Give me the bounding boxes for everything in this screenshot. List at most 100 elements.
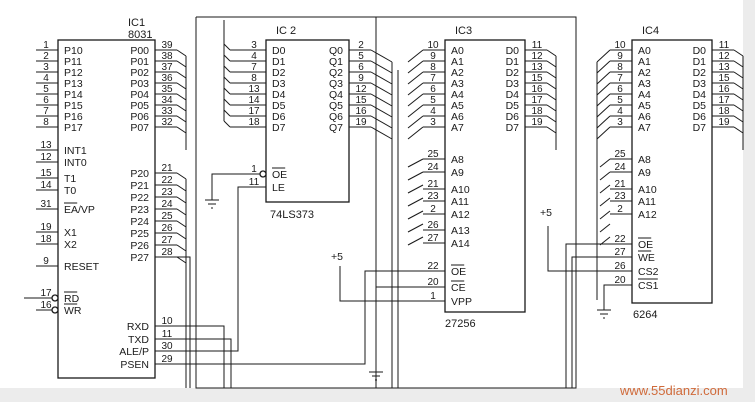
latch-bus-entry <box>223 76 231 84</box>
ic3-pin-label: A8 <box>451 154 464 166</box>
ic3-pin-label: D7 <box>506 122 520 134</box>
ic3-pin-label: A6 <box>451 111 464 123</box>
ic3-pin-number: 9 <box>430 51 436 62</box>
ic4-pin-label: CS2 <box>638 266 659 278</box>
ic2-pin-label: D2 <box>272 67 286 79</box>
ic2-pin-number: 16 <box>355 106 367 117</box>
p0-bus-entry <box>176 115 187 123</box>
ic1-body <box>57 39 156 379</box>
ic1-pin-number: 4 <box>43 73 49 84</box>
ic3-pin-label: A4 <box>451 89 464 101</box>
ic1-pin-number: 2 <box>43 51 49 62</box>
ic2-pin-number: 14 <box>248 95 260 106</box>
ic2-pin-number: 18 <box>248 117 260 128</box>
ic3-pin-number: 10 <box>427 40 439 51</box>
ic1-pin-label: P22 <box>130 192 149 204</box>
rom-data-entry <box>546 126 557 134</box>
ic1-pin-number: 5 <box>43 84 49 95</box>
cs2-to-plus5 <box>547 226 610 272</box>
ic2-pin-number: 4 <box>251 51 257 62</box>
ic1-pin-label: P01 <box>130 56 149 68</box>
ic2-pin-label: D1 <box>272 56 286 68</box>
ram-high-entry <box>599 197 611 207</box>
ic2-pin-number: 9 <box>358 73 364 84</box>
vpp-to-plus5 <box>339 266 423 302</box>
ic4-pin-number: 24 <box>614 162 626 173</box>
p2-bus-entry <box>176 172 187 180</box>
ic2-part-label: 74LS373 <box>270 209 314 221</box>
rom-data-entry <box>546 49 557 57</box>
ic3-pin-label: A1 <box>451 56 464 68</box>
ic3-pin-label: A11 <box>451 196 469 208</box>
ic1-pin-number: 17 <box>40 288 52 299</box>
ic3-pin-label: D0 <box>506 45 520 57</box>
ic1-pin-number: 9 <box>43 256 49 267</box>
ic2-pin-label: Q3 <box>329 78 343 90</box>
ic2-pin-number: 12 <box>355 84 367 95</box>
q-bus-entry <box>370 93 393 107</box>
ic4-pin-number: 7 <box>617 73 623 84</box>
ic3-pin-number: 6 <box>430 84 436 95</box>
ic1-pin-label: P27 <box>130 252 149 264</box>
ic3-pin-number: 13 <box>531 62 543 73</box>
p0-bus-entry <box>176 93 187 101</box>
ic2-pin-label: Q5 <box>329 100 343 112</box>
ic1-pin-label: P02 <box>130 67 149 79</box>
ic2-pin-label: Q6 <box>329 111 343 123</box>
ic4-pin-label: D6 <box>693 111 707 123</box>
ic4-pin-number: 20 <box>614 275 626 286</box>
ic3-pin-number: 25 <box>427 149 439 160</box>
ic1-pin-label: P24 <box>130 216 149 228</box>
ic3-pin-number: 18 <box>531 106 543 117</box>
ic3-pin-number: 11 <box>532 40 543 51</box>
ic3-pin-number: 8 <box>430 62 436 73</box>
ic3-pin-label: A2 <box>451 67 464 79</box>
ram-addr-entry <box>596 49 611 63</box>
latch-bus-entry <box>223 98 231 106</box>
ic1-pin-label: P06 <box>130 111 149 123</box>
ic1-pin-label: P05 <box>130 100 149 112</box>
ram-addr-entry <box>596 104 611 118</box>
ic1-pin-label: INT1 <box>64 145 87 157</box>
ic1-pin-number: 18 <box>40 234 52 245</box>
rom-addr-entry <box>407 126 424 140</box>
ic2-pin-label: D0 <box>272 45 286 57</box>
ic4-pin-number: 27 <box>614 247 626 258</box>
ic4-pin-number: 21 <box>614 179 626 190</box>
ic4-pin-label: OE <box>638 239 653 251</box>
ic3-pin-label: A5 <box>451 100 464 112</box>
ic4-part-label: 6264 <box>633 309 657 321</box>
ic1-pin-label: P17 <box>64 122 83 134</box>
ic4-pin-number: 12 <box>718 51 730 62</box>
ic4-ref-label: IC4 <box>642 25 659 37</box>
ic4-pin-number: 11 <box>719 40 730 51</box>
ic4-pin-label: D3 <box>693 78 707 90</box>
ic3-pin-label: A13 <box>451 225 470 237</box>
ic2-pin-number: 19 <box>355 117 367 128</box>
ram-data-entry <box>733 126 744 134</box>
ic3-pin-number: 20 <box>427 277 439 288</box>
ic2-pin-label: D3 <box>272 78 286 90</box>
psen-to-oe <box>177 270 423 365</box>
ic2-ref-label: IC 2 <box>276 25 296 37</box>
ic4-pin-number: 18 <box>718 106 730 117</box>
ic1-pin-label: X1 <box>64 227 77 239</box>
rom-addr-entry <box>407 49 424 63</box>
ic2-pin-label: D5 <box>272 100 286 112</box>
ic1-pin-label: P26 <box>130 240 149 252</box>
ic1-pin-label: EA/VP <box>64 204 95 216</box>
ic1-pin-label: RD <box>64 293 80 305</box>
txd-line <box>177 338 232 388</box>
ic4-body <box>631 39 713 304</box>
ic4-pin-label: D2 <box>693 67 707 79</box>
rom-ce-ground <box>375 286 423 372</box>
ram-data-entry <box>733 104 744 112</box>
ic4-pin-label: A5 <box>638 100 651 112</box>
ic1-pin-label: P23 <box>130 204 149 216</box>
q-bus-entry <box>370 71 393 85</box>
ram-high-entry <box>599 184 611 194</box>
ic3-pin-number: 26 <box>427 220 439 231</box>
ram-addr-entry <box>596 115 611 129</box>
